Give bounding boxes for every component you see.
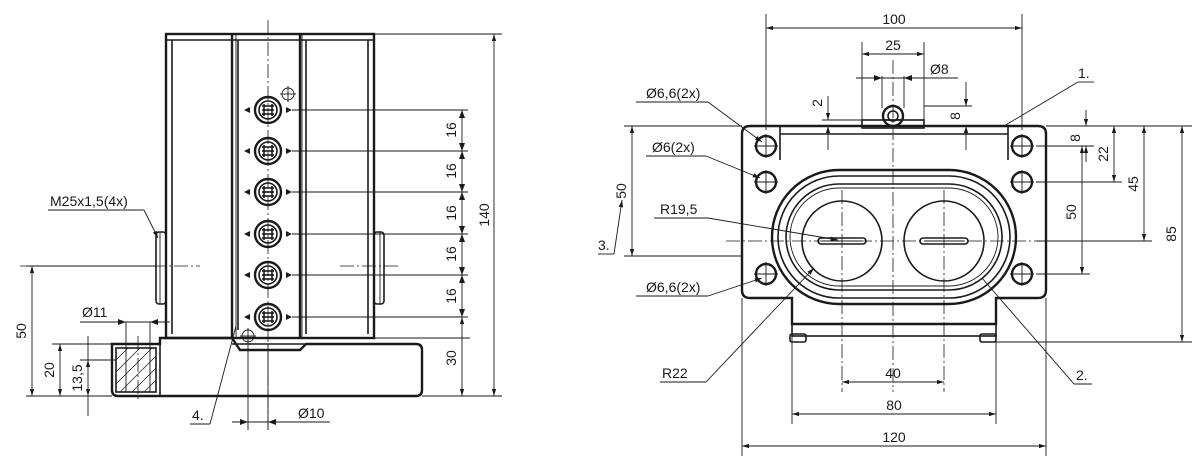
dim-50-right: 50 [1063, 204, 1079, 220]
led-arrow-ticks [244, 107, 292, 320]
pitch-extension-lines [292, 109, 468, 318]
left-gland [155, 231, 167, 305]
callout-4: 4. [192, 407, 204, 423]
dim-80: 80 [886, 397, 902, 413]
led-indicator [253, 302, 283, 332]
dim-pitch-3: 16 [443, 205, 459, 221]
dim-pitch-1: 16 [443, 122, 459, 138]
dim-40: 40 [885, 365, 901, 381]
left-housing [164, 32, 376, 340]
dim-d6: Ø6(2x) [652, 139, 695, 155]
led-indicator [253, 136, 283, 166]
dim-85: 85 [1163, 226, 1179, 242]
dim-22: 22 [1095, 146, 1111, 162]
right-flange [740, 124, 1048, 343]
dim-100: 100 [882, 11, 906, 27]
led-indicator [253, 219, 283, 249]
dim-pitch-5: 16 [443, 288, 459, 304]
dim-45: 45 [1125, 176, 1141, 192]
right-gland [373, 231, 385, 305]
dim-50-left: 50 [13, 323, 29, 339]
mount-hole [754, 134, 778, 158]
led-indicator [253, 95, 283, 125]
right-view: 100 25 Ø8 2 8 85 45 22 [598, 11, 1192, 456]
dim-d6-6-bot: Ø6,6(2x) [646, 279, 700, 295]
callout-1: 1. [1078, 65, 1090, 81]
callout-2: 2. [1076, 367, 1088, 383]
dim-r22: R22 [662, 365, 688, 381]
mount-hole [1010, 262, 1034, 286]
dim-d11: Ø11 [82, 304, 108, 320]
base-hole-section [115, 336, 157, 400]
dim-50-left-r: 50 [613, 183, 629, 199]
dim-30: 30 [443, 350, 459, 366]
dim-pitch-2: 16 [443, 163, 459, 179]
twin-window [770, 168, 1018, 306]
callout-3: 3. [598, 237, 610, 253]
led-indicator [253, 260, 283, 290]
dim-140: 140 [476, 203, 492, 227]
dim-8-top: 8 [947, 112, 963, 120]
mount-hole [1010, 134, 1034, 158]
mount-hole [754, 262, 778, 286]
dim-8-right: 8 [1067, 134, 1083, 142]
dim-d6-6-top: Ø6,6(2x) [646, 85, 700, 101]
dim-d10: Ø10 [298, 405, 325, 421]
left-view: 16 16 16 16 16 30 140 50 20 13,5 [13, 20, 502, 430]
led-stack [244, 95, 292, 332]
led-indicator [253, 177, 283, 207]
mount-hole [754, 170, 778, 194]
dim-thread: M25x1,5(4x) [50, 193, 128, 209]
mount-hole [1010, 170, 1034, 194]
dim-pitch-4: 16 [443, 246, 459, 262]
dim-20: 20 [41, 362, 57, 378]
dim-25: 25 [885, 37, 901, 53]
pitch-ticks [459, 110, 465, 317]
dim-13-5: 13,5 [69, 364, 85, 391]
dim-r19-5: R19,5 [660, 201, 698, 217]
dim-d8: Ø8 [930, 61, 949, 77]
left-base [110, 336, 424, 400]
dim-2: 2 [809, 99, 825, 107]
dim-120: 120 [882, 429, 906, 445]
